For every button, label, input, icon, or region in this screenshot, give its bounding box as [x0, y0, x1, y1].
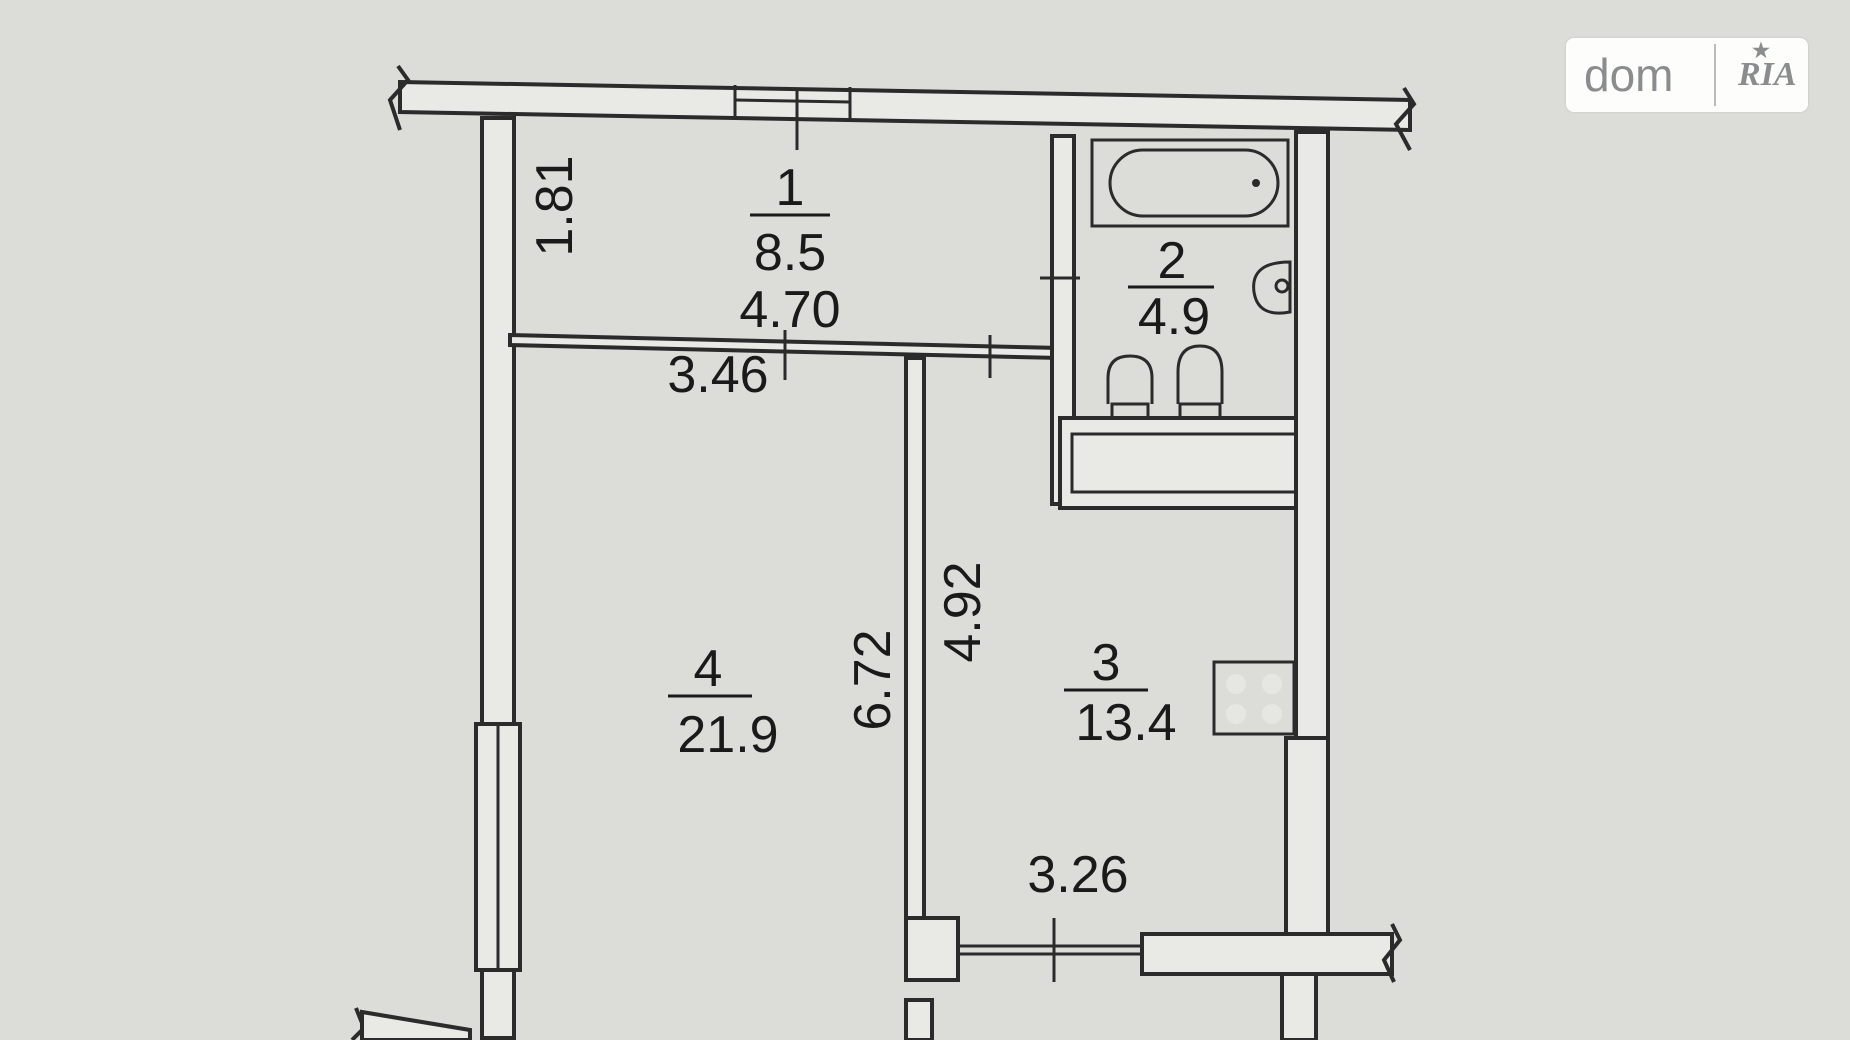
dom-ria-watermark: dom ★RIA [1566, 38, 1808, 112]
right-lower-wall [1140, 736, 1403, 1040]
room-3-area: 13.4 [1075, 694, 1176, 752]
bathtub [1090, 138, 1290, 228]
middle-partition [904, 356, 926, 920]
star-icon: ★ [1752, 40, 1770, 62]
sink [1252, 260, 1292, 315]
room-4-label: 4 21.9 [668, 640, 779, 764]
dimension-3-46: 3.46 [667, 346, 768, 404]
stove [1212, 660, 1296, 736]
room-4-number: 4 [694, 640, 723, 698]
room-1-number: 1 [776, 159, 805, 217]
watermark-separator [1714, 44, 1716, 106]
bathroom-walls [1040, 130, 1330, 740]
room-1-area: 8.5 [754, 224, 826, 282]
dimension-4-70: 4.70 [739, 281, 840, 339]
room-2-label: 2 4.9 [1128, 232, 1214, 346]
dimension-4-92: 4.92 [934, 561, 992, 662]
watermark-ria-logo: ★RIA [1716, 40, 1797, 94]
room-2-number: 2 [1158, 232, 1187, 290]
left-exterior-wall [474, 116, 522, 1040]
dimension-1-81: 1.81 [526, 155, 584, 256]
watermark-ria-text: RIA [1738, 56, 1797, 93]
dimension-3-26: 3.26 [1027, 846, 1128, 904]
bottom-left-wall [350, 1007, 472, 1040]
toilet-fixtures [1106, 344, 1224, 420]
bottom-door [904, 916, 1142, 1040]
watermark-dom-text: dom [1584, 49, 1674, 101]
room-3-number: 3 [1092, 634, 1121, 692]
room-2-area: 4.9 [1138, 288, 1210, 346]
room-1-label: 1 8.5 [750, 159, 830, 282]
dimension-6-72: 6.72 [844, 629, 902, 730]
room-3-label: 3 13.4 [1064, 634, 1177, 752]
room-4-area: 21.9 [677, 706, 778, 764]
top-exterior-wall [387, 64, 1417, 151]
